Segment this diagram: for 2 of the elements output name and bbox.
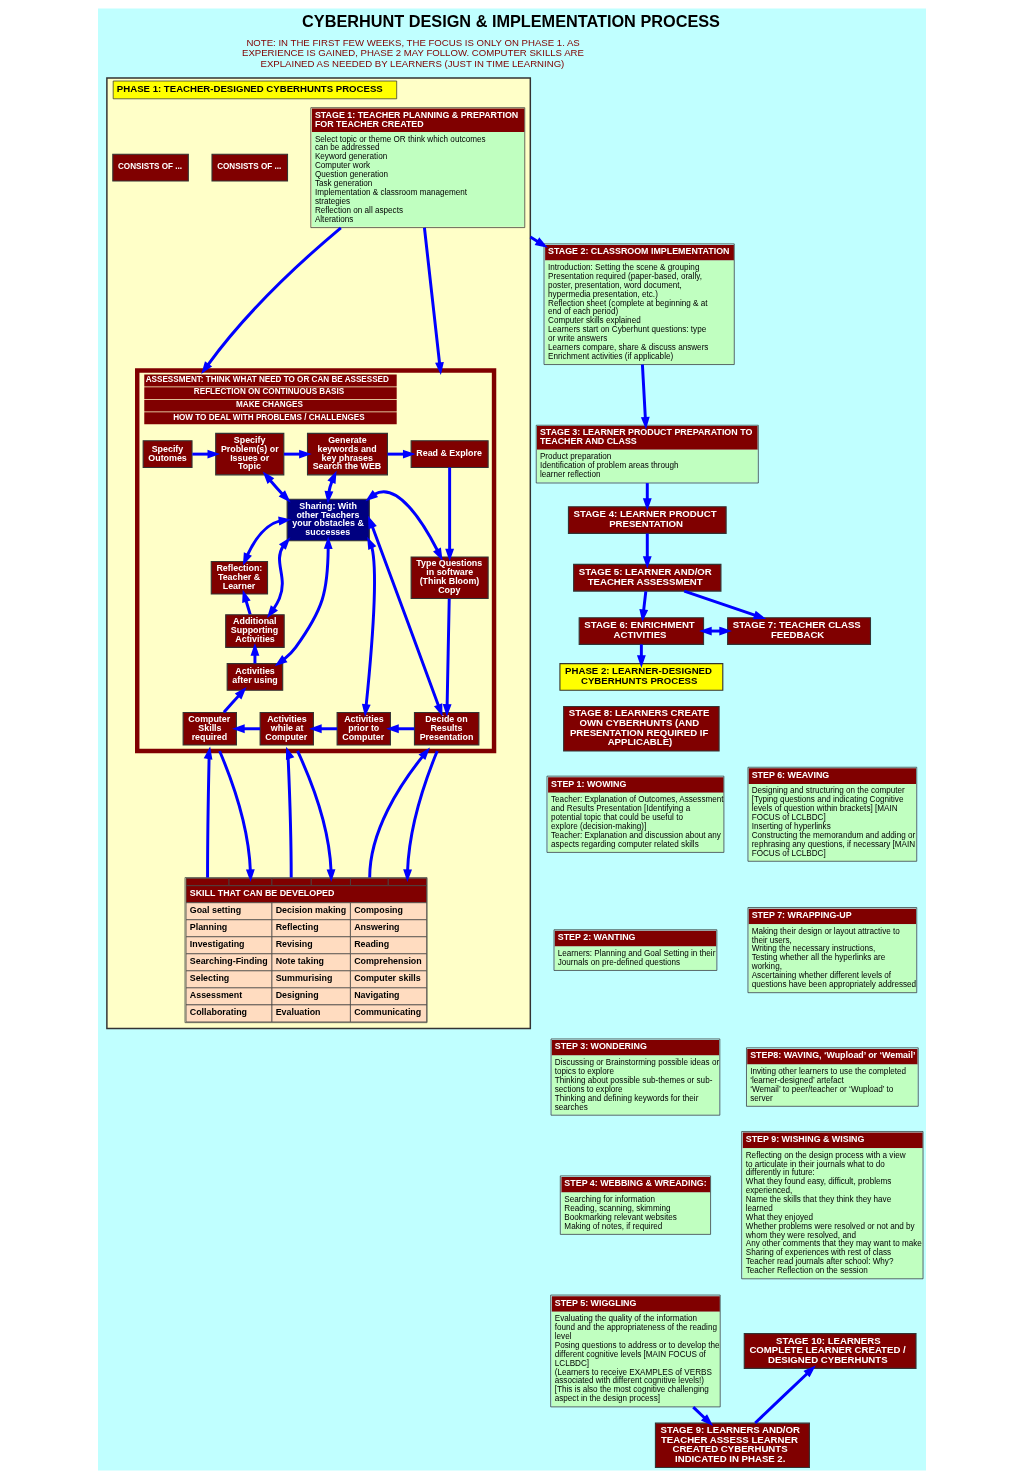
label: NOTE: IN THE FIRST FEW WEEKS, THE FOCUS IS ONLY ON PHASE 1. AS EXPERIENCE IS GAINED, PHASE 2 MAY FOLLOW. COMPUTER SKILLS ARE EXPLAINED AS NEEDED BY LEARNERS (JUST IN TIME LEARNING) [241,36,584,69]
diagram-title: CYBERHUNT DESIGN & IMPLEMENTATION PROCESS [301,11,720,30]
